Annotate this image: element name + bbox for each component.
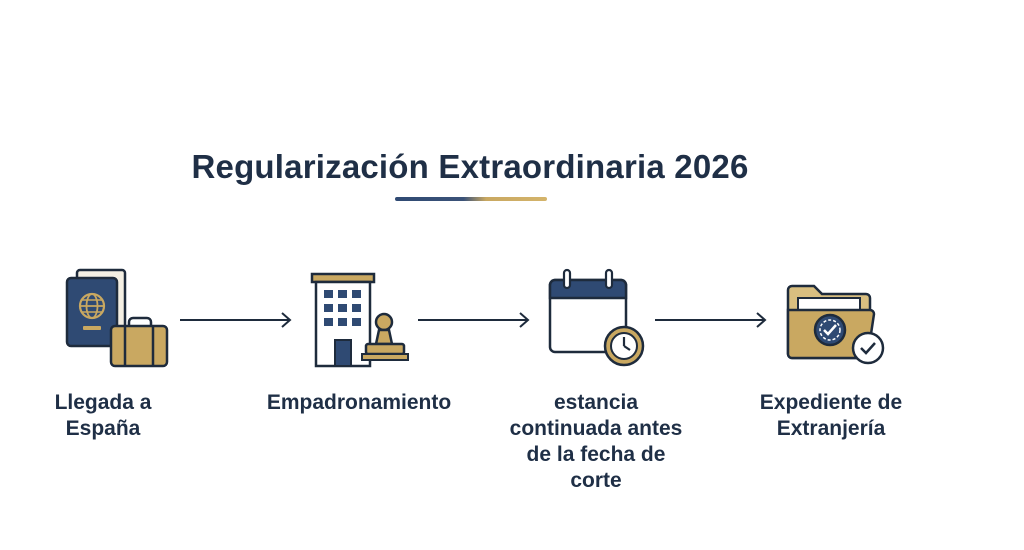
step-label-registration: Empadronamiento [266, 391, 452, 414]
passport-luggage-icon [65, 268, 169, 368]
step-label-continuous-stay: estancia continuada antes de la fecha de… [509, 391, 683, 492]
arrow-3 [655, 312, 767, 328]
page-title: Regularización Extraordinaria 2026 [191, 148, 749, 185]
calendar-clock-icon [548, 268, 645, 367]
title-underline [395, 197, 547, 201]
folder-seal-check-icon [786, 284, 885, 365]
town-hall-stamp-icon [310, 272, 409, 368]
arrow-1 [180, 312, 292, 328]
step-label-arrival: Llegada a España [54, 391, 152, 440]
arrow-2 [418, 312, 530, 328]
step-label-foreigners-file: Expediente de Extranjería [759, 391, 903, 440]
